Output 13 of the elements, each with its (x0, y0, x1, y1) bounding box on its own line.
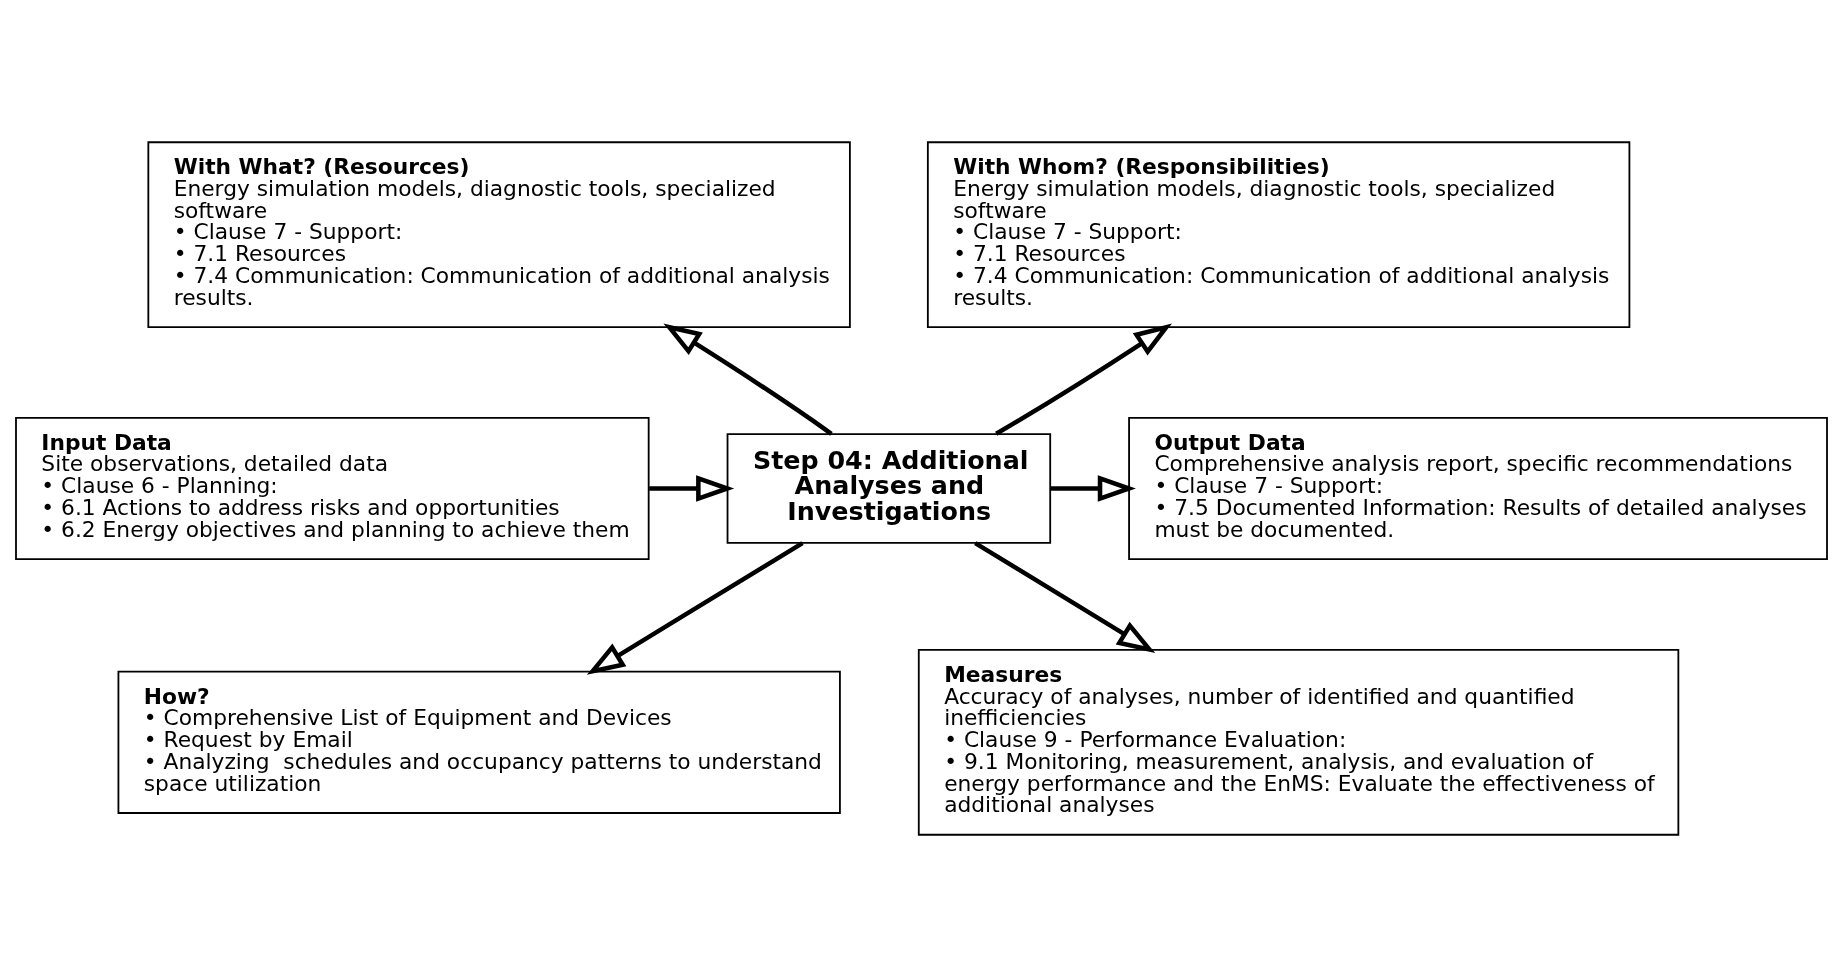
arrow (649, 474, 735, 502)
node-box: Step 04: Additional Analyses and Investigations (726, 432, 1052, 544)
arrow (663, 323, 833, 436)
arrow (586, 540, 804, 675)
arrow (974, 540, 1156, 653)
node-box: Output Data Comprehensive analysis report, specific recommendations • Clause 7 - Support: • 7.5 Documented Information: Results of detailed analyses must be documented. (1128, 416, 1828, 560)
node-box: How? • Comprehensive List of Equipment and Devices • Request by Email • Analyzing schedules and occupancy patterns to understand space utilization (117, 670, 841, 814)
arrow (1050, 474, 1136, 502)
node-box: With Whom? (Responsibilities) Energy simulation models, diagnostic tools, specialized software • Clause 7 - Support: • 7.1 Resources • 7.4 Communication: Communication of additional analysis results. (926, 140, 1631, 328)
arrow (995, 322, 1172, 436)
node-box: Input Data Site observations, detailed data • Clause 6 - Planning: • 6.1 Actions to address risks and opportunities • 6.2 Energy objectives and planning to achieve them (15, 416, 650, 560)
node-box: With What? (Resources) Energy simulation models, diagnostic tools, specialized software • Clause 7 - Support: • 7.1 Resources • 7.4 Communication: Communication of additional analysis results. (147, 140, 851, 328)
node-box: Measures Accuracy of analyses, number of identified and quantified inefficiencies • Clause 9 - Performance Evaluation: • 9.1 Monitoring, measurement, analysis, and evaluation of energy performance and the EnMS: Evaluate the effectiveness of additional analyses (917, 648, 1680, 836)
